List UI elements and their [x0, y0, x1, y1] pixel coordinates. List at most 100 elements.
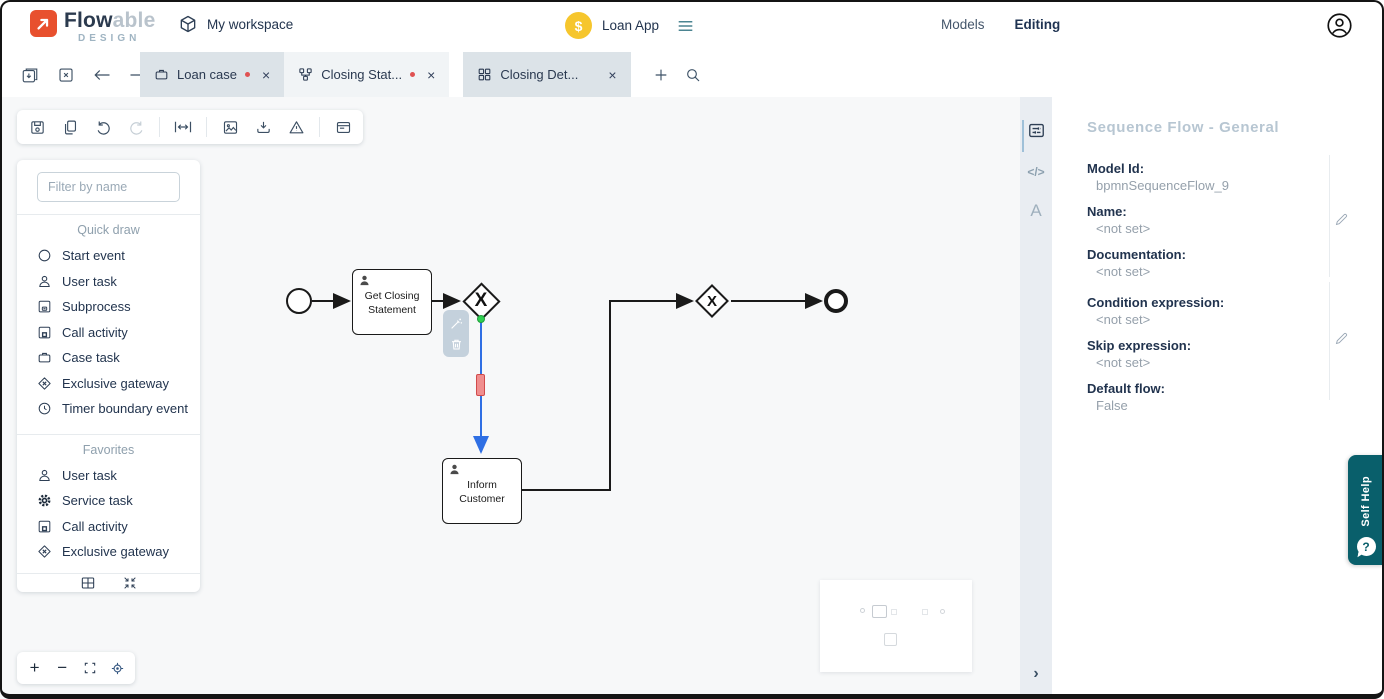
close-tab-icon[interactable]: × — [608, 66, 617, 83]
user-icon — [39, 469, 50, 481]
close-tab-icon[interactable]: × — [427, 66, 436, 83]
properties-panel: Sequence Flow - General Model Id: bpmnSe… — [1052, 97, 1384, 699]
favorite-item-exclusive-gateway[interactable]: Exclusive gateway — [17, 539, 200, 565]
favorite-item-service-task[interactable]: Service task — [17, 488, 200, 514]
user-task-icon — [360, 275, 369, 286]
zoom-in-icon[interactable]: + — [29, 658, 40, 677]
task-label: Get Closing Statement — [364, 290, 420, 316]
task-label: Inform Customer — [459, 479, 505, 505]
favorite-item-user-task[interactable]: User task — [17, 463, 200, 489]
palette-item-user-task[interactable]: User task — [17, 269, 200, 295]
download-icon[interactable] — [253, 117, 273, 137]
tab-loan-case[interactable]: Loan case × — [140, 52, 285, 97]
exclusive-gateway-icon — [38, 545, 51, 558]
minimap[interactable] — [820, 580, 972, 672]
gateway-x-symbol: X — [706, 292, 717, 310]
palette-item-start-event[interactable]: Start event — [17, 243, 200, 269]
property-condition-expression: Condition expression: <not set> — [1087, 295, 1225, 327]
palette-collapse-icon[interactable] — [122, 575, 138, 591]
palette-grid-view-icon[interactable] — [80, 575, 96, 591]
text-annotation-icon[interactable]: A — [1030, 201, 1042, 220]
palette-item-subprocess[interactable]: Subprocess — [17, 294, 200, 320]
edit-name-pencil-icon[interactable] — [1334, 212, 1350, 228]
validation-warning-icon[interactable] — [286, 117, 306, 137]
case-icon — [38, 353, 51, 363]
save-icon[interactable] — [27, 117, 47, 137]
edit-skip-expression-pencil-icon[interactable] — [1334, 331, 1350, 347]
logo-word-bold: Flow — [64, 9, 113, 32]
timer-icon — [38, 402, 51, 415]
app-badge-icon: $ — [565, 12, 592, 39]
case-icon — [155, 69, 168, 80]
user-task-get-closing-statement[interactable]: Get Closing Statement — [352, 269, 432, 335]
model-properties-icon[interactable] — [333, 117, 353, 137]
user-task-inform-customer[interactable]: Inform Customer — [442, 458, 522, 524]
diagram-canvas[interactable]: Get Closing Statement X Inform Customer … — [0, 97, 1020, 699]
exclusive-gateway-node-1[interactable]: X — [461, 281, 501, 321]
logo-subtitle: DESIGN — [78, 33, 141, 44]
exclusive-gateway-icon — [38, 377, 51, 390]
start-event-node[interactable] — [286, 288, 312, 314]
exclusive-gateway-node-2[interactable]: X — [695, 284, 729, 318]
center-target-icon[interactable] — [107, 658, 127, 678]
user-task-icon — [450, 464, 459, 475]
magic-wand-icon[interactable] — [448, 315, 464, 331]
flow-waypoint-handle[interactable] — [476, 374, 485, 396]
app-menu-icon[interactable] — [677, 19, 694, 33]
property-model-id: Model Id: bpmnSequenceFlow_9 — [1087, 161, 1229, 193]
search-tabs-icon[interactable] — [683, 65, 703, 85]
delete-icon[interactable] — [448, 336, 464, 352]
zoom-out-icon[interactable]: − — [57, 658, 68, 677]
minimap-end-event — [940, 609, 945, 614]
back-icon[interactable] — [92, 65, 112, 85]
new-tab-icon[interactable] — [651, 65, 671, 85]
unsaved-indicator — [245, 72, 250, 77]
workspace-label: My workspace — [207, 16, 294, 32]
palette-item-call-activity[interactable]: Call activity — [17, 320, 200, 346]
canvas-toolbar — [17, 110, 363, 144]
nav-models[interactable]: Models — [941, 17, 985, 32]
unsaved-indicator — [410, 72, 416, 77]
favorite-item-call-activity[interactable]: Call activity — [17, 514, 200, 540]
gear-icon — [38, 494, 51, 507]
cube-icon — [180, 15, 196, 33]
save-all-icon[interactable] — [20, 65, 40, 85]
close-tab-icon[interactable]: × — [262, 66, 271, 83]
header-nav: Models Editing — [941, 17, 1060, 32]
export-image-icon[interactable] — [220, 117, 240, 137]
palette-item-case-task[interactable]: Case task — [17, 345, 200, 371]
self-help-label: Self Help — [1360, 476, 1372, 527]
property-skip-expression: Skip expression: <not set> — [1087, 338, 1192, 370]
undo-icon[interactable] — [93, 117, 113, 137]
gateway-x-symbol: X — [474, 290, 488, 311]
user-icon — [39, 275, 50, 287]
workspace-selector[interactable]: My workspace — [178, 14, 293, 34]
copy-icon[interactable] — [60, 117, 80, 137]
end-event-node[interactable] — [824, 289, 848, 313]
tab-closing-details[interactable]: Closing Det... × — [463, 52, 631, 97]
form-grid-icon — [478, 68, 491, 81]
properties-icon-strip: </> A › — [1020, 97, 1052, 699]
fit-to-screen-icon[interactable] — [80, 658, 100, 678]
palette-filter-input[interactable] — [37, 172, 180, 202]
nav-editing[interactable]: Editing — [1014, 17, 1061, 32]
palette-item-timer-boundary-event[interactable]: Timer boundary event — [17, 396, 200, 422]
flowable-logo-icon — [30, 10, 57, 37]
collapse-panel-icon[interactable]: › — [1033, 665, 1039, 682]
palette-item-exclusive-gateway[interactable]: Exclusive gateway — [17, 371, 200, 397]
close-all-tabs-icon[interactable] — [56, 65, 76, 85]
flow-endpoint-dot[interactable] — [477, 315, 485, 323]
self-help-tab[interactable]: Self Help ? — [1348, 455, 1384, 565]
minimap-task — [872, 605, 887, 618]
minimap-gateway — [891, 609, 897, 615]
property-name: Name: <not set> — [1087, 204, 1151, 236]
user-avatar-icon[interactable] — [1326, 12, 1353, 39]
auto-layout-icon[interactable] — [173, 117, 193, 137]
tab-label: Loan case — [177, 67, 237, 82]
redo-icon[interactable] — [126, 117, 146, 137]
attributes-panel-icon[interactable] — [1020, 121, 1052, 140]
tab-closing-statement[interactable]: Closing Stat... × — [284, 52, 450, 97]
code-view-icon[interactable]: </> — [1027, 165, 1045, 179]
call-activity-icon — [38, 326, 51, 339]
